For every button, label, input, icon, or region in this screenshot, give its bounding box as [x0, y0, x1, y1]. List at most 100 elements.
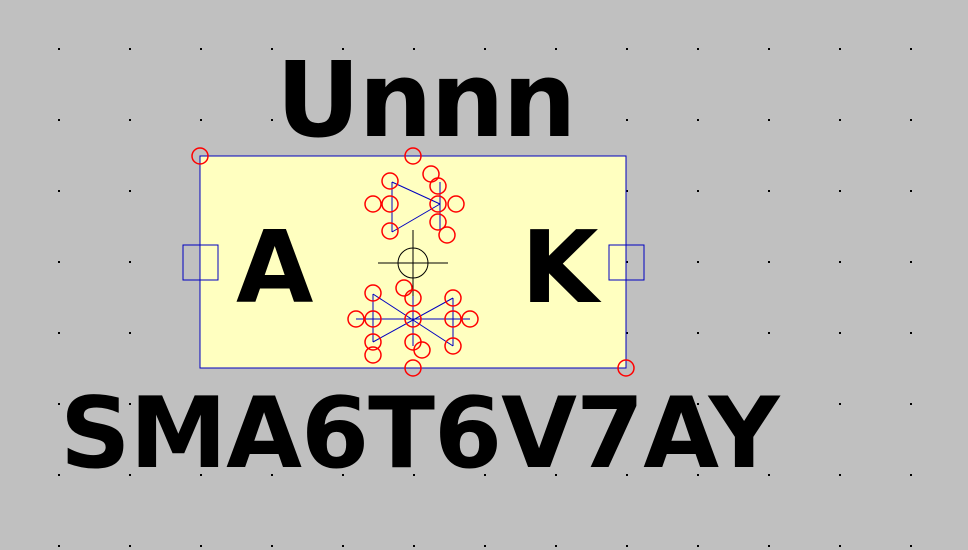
vertex-handle[interactable]	[364, 310, 382, 328]
grid-dot	[768, 545, 770, 547]
grid-dot	[910, 119, 912, 121]
grid-dot	[271, 474, 273, 476]
grid-dot	[839, 403, 841, 405]
grid-dot	[129, 403, 131, 405]
part-number-label[interactable]: SMA6T6V7AY	[60, 377, 780, 491]
pin-anode-marker[interactable]	[182, 244, 219, 281]
grid-dot	[129, 474, 131, 476]
grid-dot	[839, 119, 841, 121]
grid-dot	[413, 48, 415, 50]
grid-dot	[626, 332, 628, 334]
grid-dot	[342, 119, 344, 121]
grid-dot	[910, 261, 912, 263]
grid-dot	[58, 403, 60, 405]
grid-dot	[768, 474, 770, 476]
grid-dot	[484, 545, 486, 547]
grid-dot	[200, 48, 202, 50]
vertex-handle[interactable]	[429, 213, 447, 231]
grid-dot	[697, 332, 699, 334]
grid-dot	[839, 190, 841, 192]
vertex-handle[interactable]	[429, 177, 447, 195]
grid-dot	[768, 261, 770, 263]
vertex-handle[interactable]	[347, 310, 365, 328]
grid-dot	[555, 403, 557, 405]
grid-dot	[271, 119, 273, 121]
grid-dot	[555, 474, 557, 476]
vertex-handle[interactable]	[381, 172, 399, 190]
grid-dot	[342, 403, 344, 405]
grid-dot	[200, 545, 202, 547]
corner-handle[interactable]	[617, 359, 635, 377]
grid-dot	[910, 48, 912, 50]
grid-dot	[839, 332, 841, 334]
grid-dot	[200, 119, 202, 121]
grid-dot	[768, 119, 770, 121]
grid-dot	[484, 48, 486, 50]
vertex-handle[interactable]	[461, 310, 479, 328]
corner-handle[interactable]	[191, 147, 209, 165]
grid-dot	[413, 474, 415, 476]
grid-dot	[697, 474, 699, 476]
grid-dot	[910, 545, 912, 547]
grid-dot	[129, 48, 131, 50]
grid-dot	[839, 48, 841, 50]
grid-dot	[768, 190, 770, 192]
grid-dot	[626, 48, 628, 50]
vertex-handle[interactable]	[364, 195, 382, 213]
vertex-handle[interactable]	[438, 226, 456, 244]
grid-dot	[768, 48, 770, 50]
grid-dot	[697, 545, 699, 547]
vertex-handle[interactable]	[444, 337, 462, 355]
vertex-handle[interactable]	[413, 341, 431, 359]
vertex-handle[interactable]	[364, 284, 382, 302]
grid-dot	[555, 48, 557, 50]
reference-designator[interactable]: Unnn	[276, 39, 577, 161]
grid-dot	[58, 119, 60, 121]
vertex-handle[interactable]	[447, 195, 465, 213]
vertex-handle[interactable]	[444, 289, 462, 307]
grid-dot	[58, 474, 60, 476]
grid-dot	[839, 261, 841, 263]
grid-dot	[413, 403, 415, 405]
vertex-handle[interactable]	[404, 289, 422, 307]
grid-dot	[697, 403, 699, 405]
corner-handle[interactable]	[404, 147, 422, 165]
grid-dot	[839, 545, 841, 547]
vertex-handle[interactable]	[429, 195, 447, 213]
grid-dot	[910, 474, 912, 476]
grid-dot	[342, 474, 344, 476]
selection-handles[interactable]	[191, 147, 635, 377]
pin-anode-label: A	[236, 209, 314, 326]
grid-dot	[697, 48, 699, 50]
vertex-handle[interactable]	[381, 222, 399, 240]
tvs-diode-symbol[interactable]	[182, 147, 645, 377]
grid-dot	[484, 474, 486, 476]
vertex-handle[interactable]	[444, 310, 462, 328]
grid-dot	[129, 332, 131, 334]
grid-dot	[413, 119, 415, 121]
vertex-handle[interactable]	[381, 195, 399, 213]
grid-dot	[58, 261, 60, 263]
grid-dot	[626, 474, 628, 476]
grid-dot	[697, 190, 699, 192]
grid-dot	[626, 545, 628, 547]
corner-handle[interactable]	[404, 359, 422, 377]
vertex-handle[interactable]	[404, 310, 422, 328]
vertex-handle[interactable]	[364, 346, 382, 364]
pin-cathode-marker[interactable]	[608, 244, 645, 281]
grid-dot	[58, 48, 60, 50]
vertex-handle[interactable]	[364, 333, 382, 351]
grid-dot	[200, 474, 202, 476]
grid-dot	[129, 545, 131, 547]
grid-dot	[342, 545, 344, 547]
grid-dot	[626, 261, 628, 263]
grid-dot	[697, 261, 699, 263]
grid-dot	[626, 119, 628, 121]
grid-dot	[910, 332, 912, 334]
grid-dot	[910, 403, 912, 405]
vertex-handle[interactable]	[395, 279, 413, 297]
grid-dot	[768, 403, 770, 405]
grid-dot	[484, 403, 486, 405]
grid-dot	[271, 403, 273, 405]
